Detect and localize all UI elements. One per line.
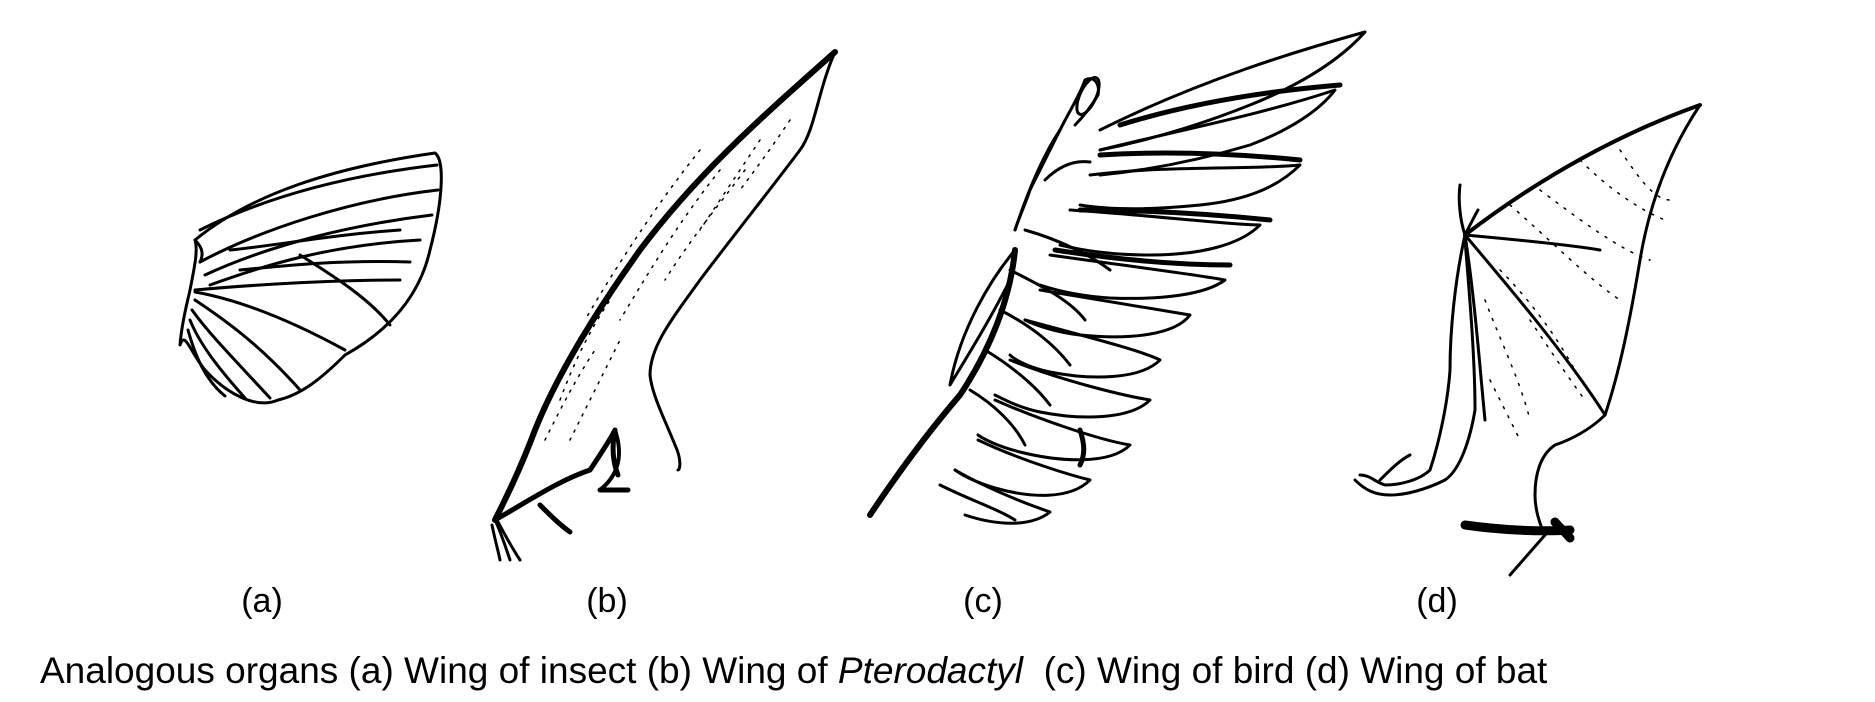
bird-wing-drawing	[870, 32, 1365, 523]
bat-wing-drawing	[1355, 105, 1700, 575]
panel-label-c: (c)	[943, 582, 1023, 621]
caption-italic-taxon: Pterodactyl	[838, 650, 1023, 691]
figure-caption: Analogous organs (a) Wing of insect (b) …	[40, 650, 1547, 692]
panel-label-a: (a)	[222, 582, 302, 621]
panel-label-b: (b)	[567, 582, 647, 621]
pterodactyl-wing-drawing	[492, 52, 835, 560]
caption-text-end: (c) Wing of bird (d) Wing of bat	[1023, 650, 1547, 691]
insect-wing-drawing	[180, 153, 441, 403]
caption-text-start: Analogous organs (a) Wing of insect (b) …	[40, 650, 838, 691]
panel-label-d: (d)	[1397, 582, 1477, 621]
